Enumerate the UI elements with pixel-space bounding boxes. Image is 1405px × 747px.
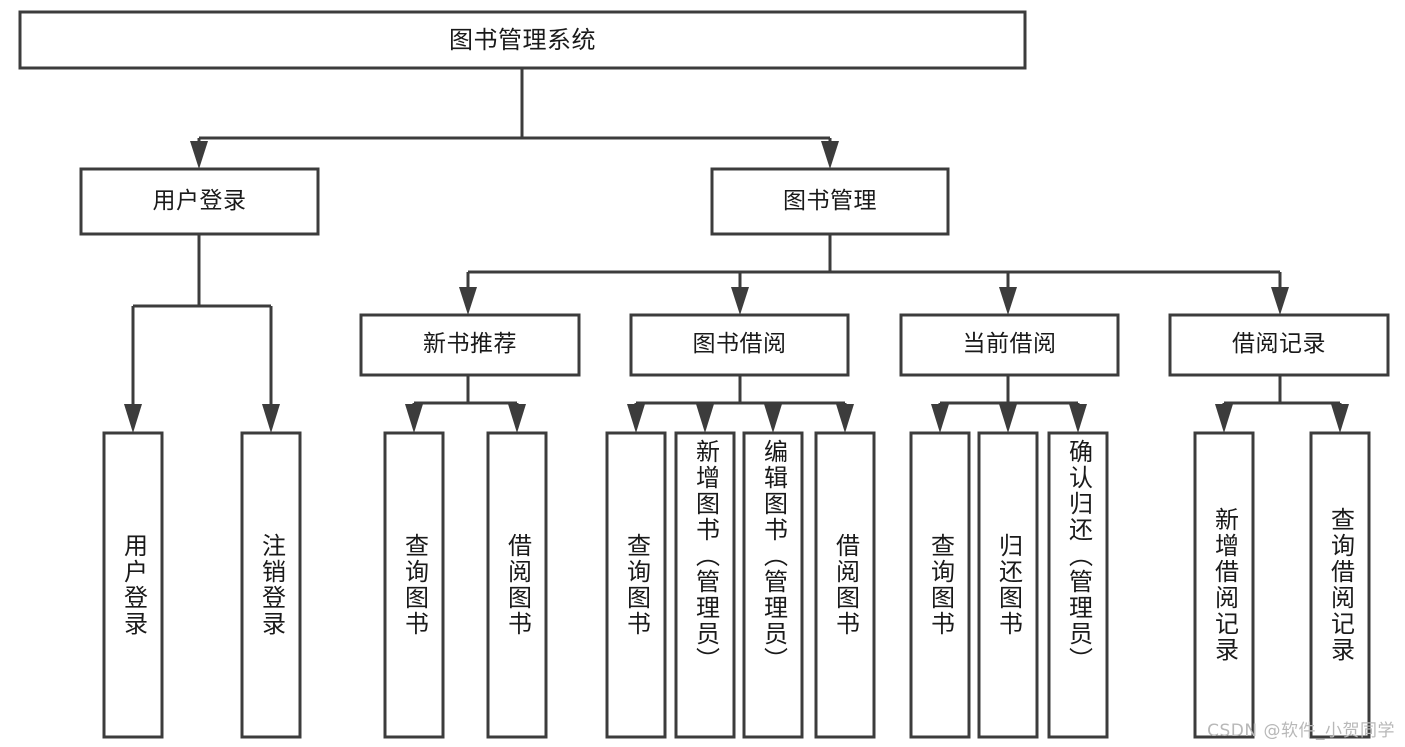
node-box-leaf-user-login-0[interactable] <box>102 431 164 739</box>
connector-new-book-to-leaves <box>405 375 526 433</box>
node-box-leaf-current-borrow-2[interactable] <box>1047 431 1109 739</box>
node-box-leaf-current-borrow-1[interactable] <box>977 431 1039 739</box>
node-box-leaf-borrow-record-0[interactable] <box>1193 431 1255 739</box>
node-box-leaf-new-book-0[interactable] <box>383 431 445 739</box>
connector-user-login-to-leaves <box>124 234 280 433</box>
node-box-leaf-new-book-1[interactable] <box>486 431 548 739</box>
node-box-leaf-book-borrow-3[interactable] <box>814 431 876 739</box>
node-box-root[interactable] <box>18 10 1027 70</box>
node-box-leaf-book-borrow-1[interactable] <box>674 431 736 739</box>
connector-book-borrow-to-leaves <box>627 375 854 433</box>
node-box-leaf-book-borrow-0[interactable] <box>605 431 667 739</box>
node-box-user-login[interactable] <box>79 167 320 236</box>
node-box-new-book-recommend[interactable] <box>359 313 581 377</box>
node-box-leaf-borrow-record-1[interactable] <box>1309 431 1371 739</box>
connector-borrow-record-to-leaves <box>1215 375 1349 433</box>
node-box-book-borrow[interactable] <box>629 313 850 377</box>
watermark-text: CSDN @软件_小贺同学 <box>1207 721 1395 741</box>
connector-root-to-level2 <box>190 68 839 169</box>
node-box-leaf-current-borrow-0[interactable] <box>909 431 971 739</box>
node-box-leaf-book-borrow-2[interactable] <box>742 431 804 739</box>
node-box-borrow-record[interactable] <box>1168 313 1390 377</box>
node-box-leaf-user-login-1[interactable] <box>240 431 302 739</box>
connector-book-mgmt-to-level3 <box>459 234 1289 315</box>
connector-current-borrow-to-leaves <box>931 375 1087 433</box>
node-box-book-management[interactable] <box>710 167 950 236</box>
node-box-current-borrow[interactable] <box>899 313 1120 377</box>
